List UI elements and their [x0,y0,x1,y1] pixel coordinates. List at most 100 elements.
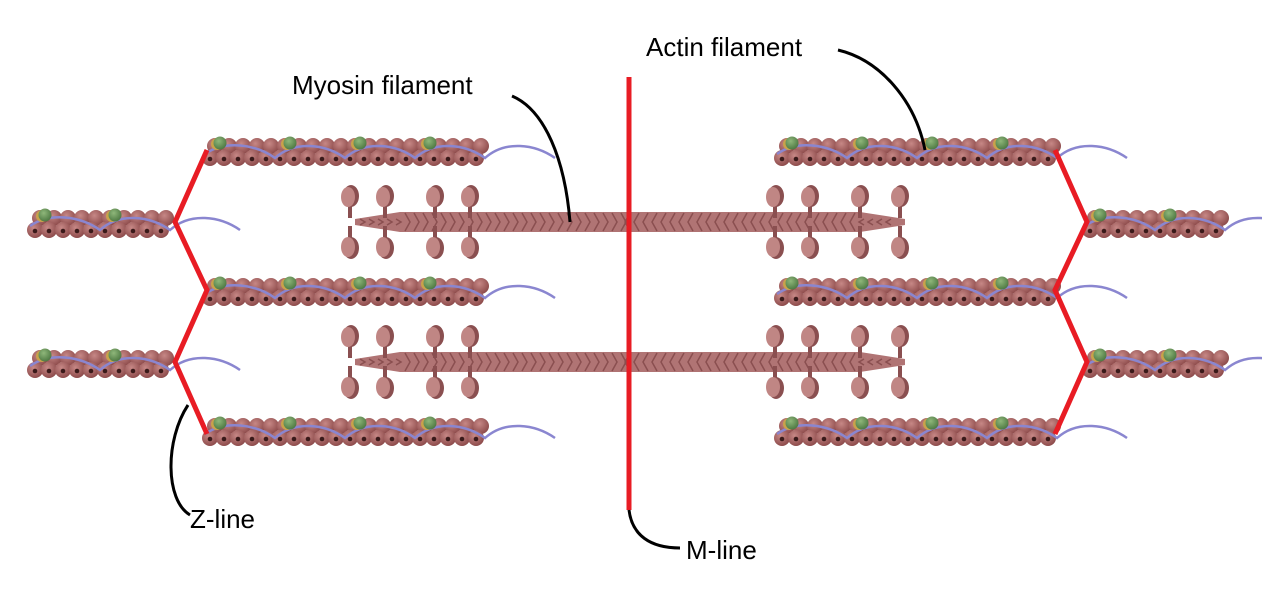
myosin-chevron [884,218,892,226]
actin-bead [905,138,921,154]
troponin-icon [423,136,437,150]
actin-bead-core [445,296,451,302]
myosin-chevron [611,352,618,372]
myosin-chevron [485,352,492,372]
actin-filament [27,208,241,238]
actin-bead-core [891,436,897,442]
actin-bead-core [1129,228,1135,234]
actin-bead-core [389,296,395,302]
actin-bead-core [779,436,785,442]
myosin-head [426,366,444,399]
actin-bead [158,210,174,226]
actin-bead-core [989,296,995,302]
tropomyosin-strand [204,284,556,300]
myosin-chevron [705,352,712,372]
actin-bead-core [431,436,437,442]
actin-bead-core [221,156,227,162]
myosin-head [801,325,819,358]
actin-bead-core [60,368,66,374]
actin-bead-core [116,368,122,374]
actin-bead-core [1045,296,1051,302]
myosin-head [851,185,869,218]
myosin-chevron [777,212,784,232]
actin-bead-core [1143,368,1149,374]
myosin-head [851,226,869,259]
myosin-chevron [377,218,385,226]
myosin-head [766,325,784,358]
myosin-chevron [620,212,627,232]
z-line-leader-line [169,404,191,517]
tropomyosin-strand [1084,216,1262,232]
myosin-chevron [440,352,447,372]
tropomyosin-strand [776,284,1128,300]
troponin-icon [995,416,1009,430]
actin-bead-core [130,228,136,234]
myosin-chevron [575,212,582,232]
myosin-chevron [884,358,892,366]
actin-bead-core [291,436,297,442]
myosin-filament-label: Myosin filament [292,70,473,100]
actin-bead-core [277,156,283,162]
myosin-head [891,366,909,399]
troponin-icon [423,276,437,290]
myosin-chevron [813,352,820,372]
myosin-chevron [521,352,528,372]
myosin-chevron [633,352,640,372]
actin-bead-core [431,156,437,162]
actin-bead-core [793,296,799,302]
actin-bead [975,278,991,294]
myosin-chevron [413,352,420,372]
myosin-chevron [611,212,618,232]
actin-bead-core [130,368,136,374]
actin-leader-line [837,48,927,151]
myosin-chevron [548,212,555,232]
actin-bead-core [158,228,164,234]
myosin-chevron [759,352,766,372]
myosin-chevron [678,352,685,372]
myosin-head [341,366,359,399]
myosin-chevron [705,212,712,232]
myosin-chevron [422,212,429,232]
myosin-chevron [404,352,411,372]
myosin-head [851,325,869,358]
actin-filament [774,136,1128,166]
troponin-icon [1093,348,1107,362]
actin-bead-core [1171,228,1177,234]
myosin-chevron [768,212,775,232]
myosin-chevron [660,212,667,232]
actin-bead-core [333,436,339,442]
actin-bead-core [417,156,423,162]
actin-bead-core [877,436,883,442]
myosin-chevron [359,218,367,226]
actin-bead-core [221,436,227,442]
actin-bead-core [821,296,827,302]
myosin-head [801,366,819,399]
actin-bead [473,278,489,294]
actin-bead-core [1101,368,1107,374]
myosin-chevron [750,352,757,372]
actin-bead-core [793,436,799,442]
myosin-chevron [368,218,376,226]
myosin-head [801,226,819,259]
actin-bead-core [319,156,325,162]
actin-bead [835,418,851,434]
actin-bead-core [389,436,395,442]
actin-bead-core [1003,296,1009,302]
myosin-chevron [669,212,676,232]
actin-bead-core [821,436,827,442]
myosin-chevron [602,352,609,372]
myosin-chevron [768,352,775,372]
actin-bead-core [863,436,869,442]
myosin-head [851,366,869,399]
actin-bead-core [1129,368,1135,374]
myosin-filament [341,325,909,399]
myosin-chevron [786,352,793,372]
myosin-chevron [875,358,883,366]
myosin-head [766,226,784,259]
actin-bead-core [1003,436,1009,442]
actin-bead-core [347,436,353,442]
actin-bead-core [144,228,150,234]
actin-bead-core [1199,368,1205,374]
actin-bead-core [933,436,939,442]
troponin-icon [353,416,367,430]
